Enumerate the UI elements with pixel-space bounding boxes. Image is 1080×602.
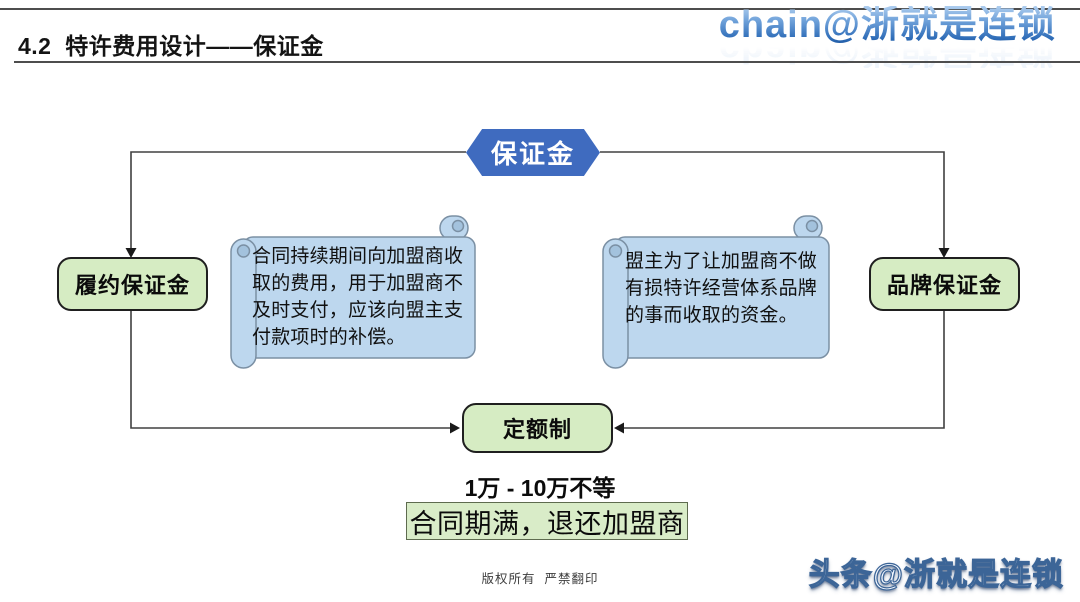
brand-watermark-bottom: 头条@浙就是连锁 xyxy=(808,556,1064,592)
scroll-shape-icon xyxy=(602,215,830,369)
node-performance-deposit: 履约保证金 xyxy=(57,257,208,311)
node-deposit-label: 保证金 xyxy=(490,139,575,169)
refund-highlight: 合同期满，退还加盟商 xyxy=(406,502,688,540)
amount-range-text: 1万 - 10万不等 xyxy=(464,475,616,501)
node-performance-deposit-label: 履约保证金 xyxy=(74,273,190,298)
scroll-note-right: 盟主为了让加盟商不做 有损特许经营体系品牌 的事而收取的资金。 xyxy=(600,213,832,371)
scroll-shape-icon xyxy=(230,215,476,369)
note-performance-deposit: 合同持续期间向加盟商收 取的费用，用于加盟商不 及时支付，应该向盟主支 付款项时… xyxy=(252,246,464,348)
title-divider xyxy=(14,61,1080,63)
node-fixed-amount-label: 定额制 xyxy=(502,417,572,442)
node-deposit-hexagon: 保证金 xyxy=(466,129,600,176)
arrow-left-icon xyxy=(614,422,624,434)
arrow-right-icon xyxy=(450,422,460,434)
note-brand-deposit: 盟主为了让加盟商不做 有损特许经营体系品牌 的事而收取的资金。 xyxy=(625,251,818,326)
brand-watermark-top: chain@浙就是连锁 chain@浙就是连锁 xyxy=(718,4,1056,70)
brand-watermark-text: chain@浙就是连锁 xyxy=(718,4,1056,46)
arrow-down-left-icon xyxy=(125,248,137,258)
refund-highlight-text: 合同期满，退还加盟商 xyxy=(409,508,685,539)
page-title: 4.2 特许费用设计——保证金 xyxy=(18,33,324,59)
node-brand-deposit-label: 品牌保证金 xyxy=(886,273,1002,298)
scroll-note-left: 合同持续期间向加盟商收 取的费用，用于加盟商不 及时支付，应该向盟主支 付款项时… xyxy=(228,213,478,371)
copyright-notice: 版权所有 严禁翻印 xyxy=(481,572,599,586)
node-fixed-amount: 定额制 xyxy=(462,403,613,453)
arrow-down-right-icon xyxy=(938,248,950,258)
top-divider xyxy=(0,8,1080,10)
node-brand-deposit: 品牌保证金 xyxy=(869,257,1020,311)
